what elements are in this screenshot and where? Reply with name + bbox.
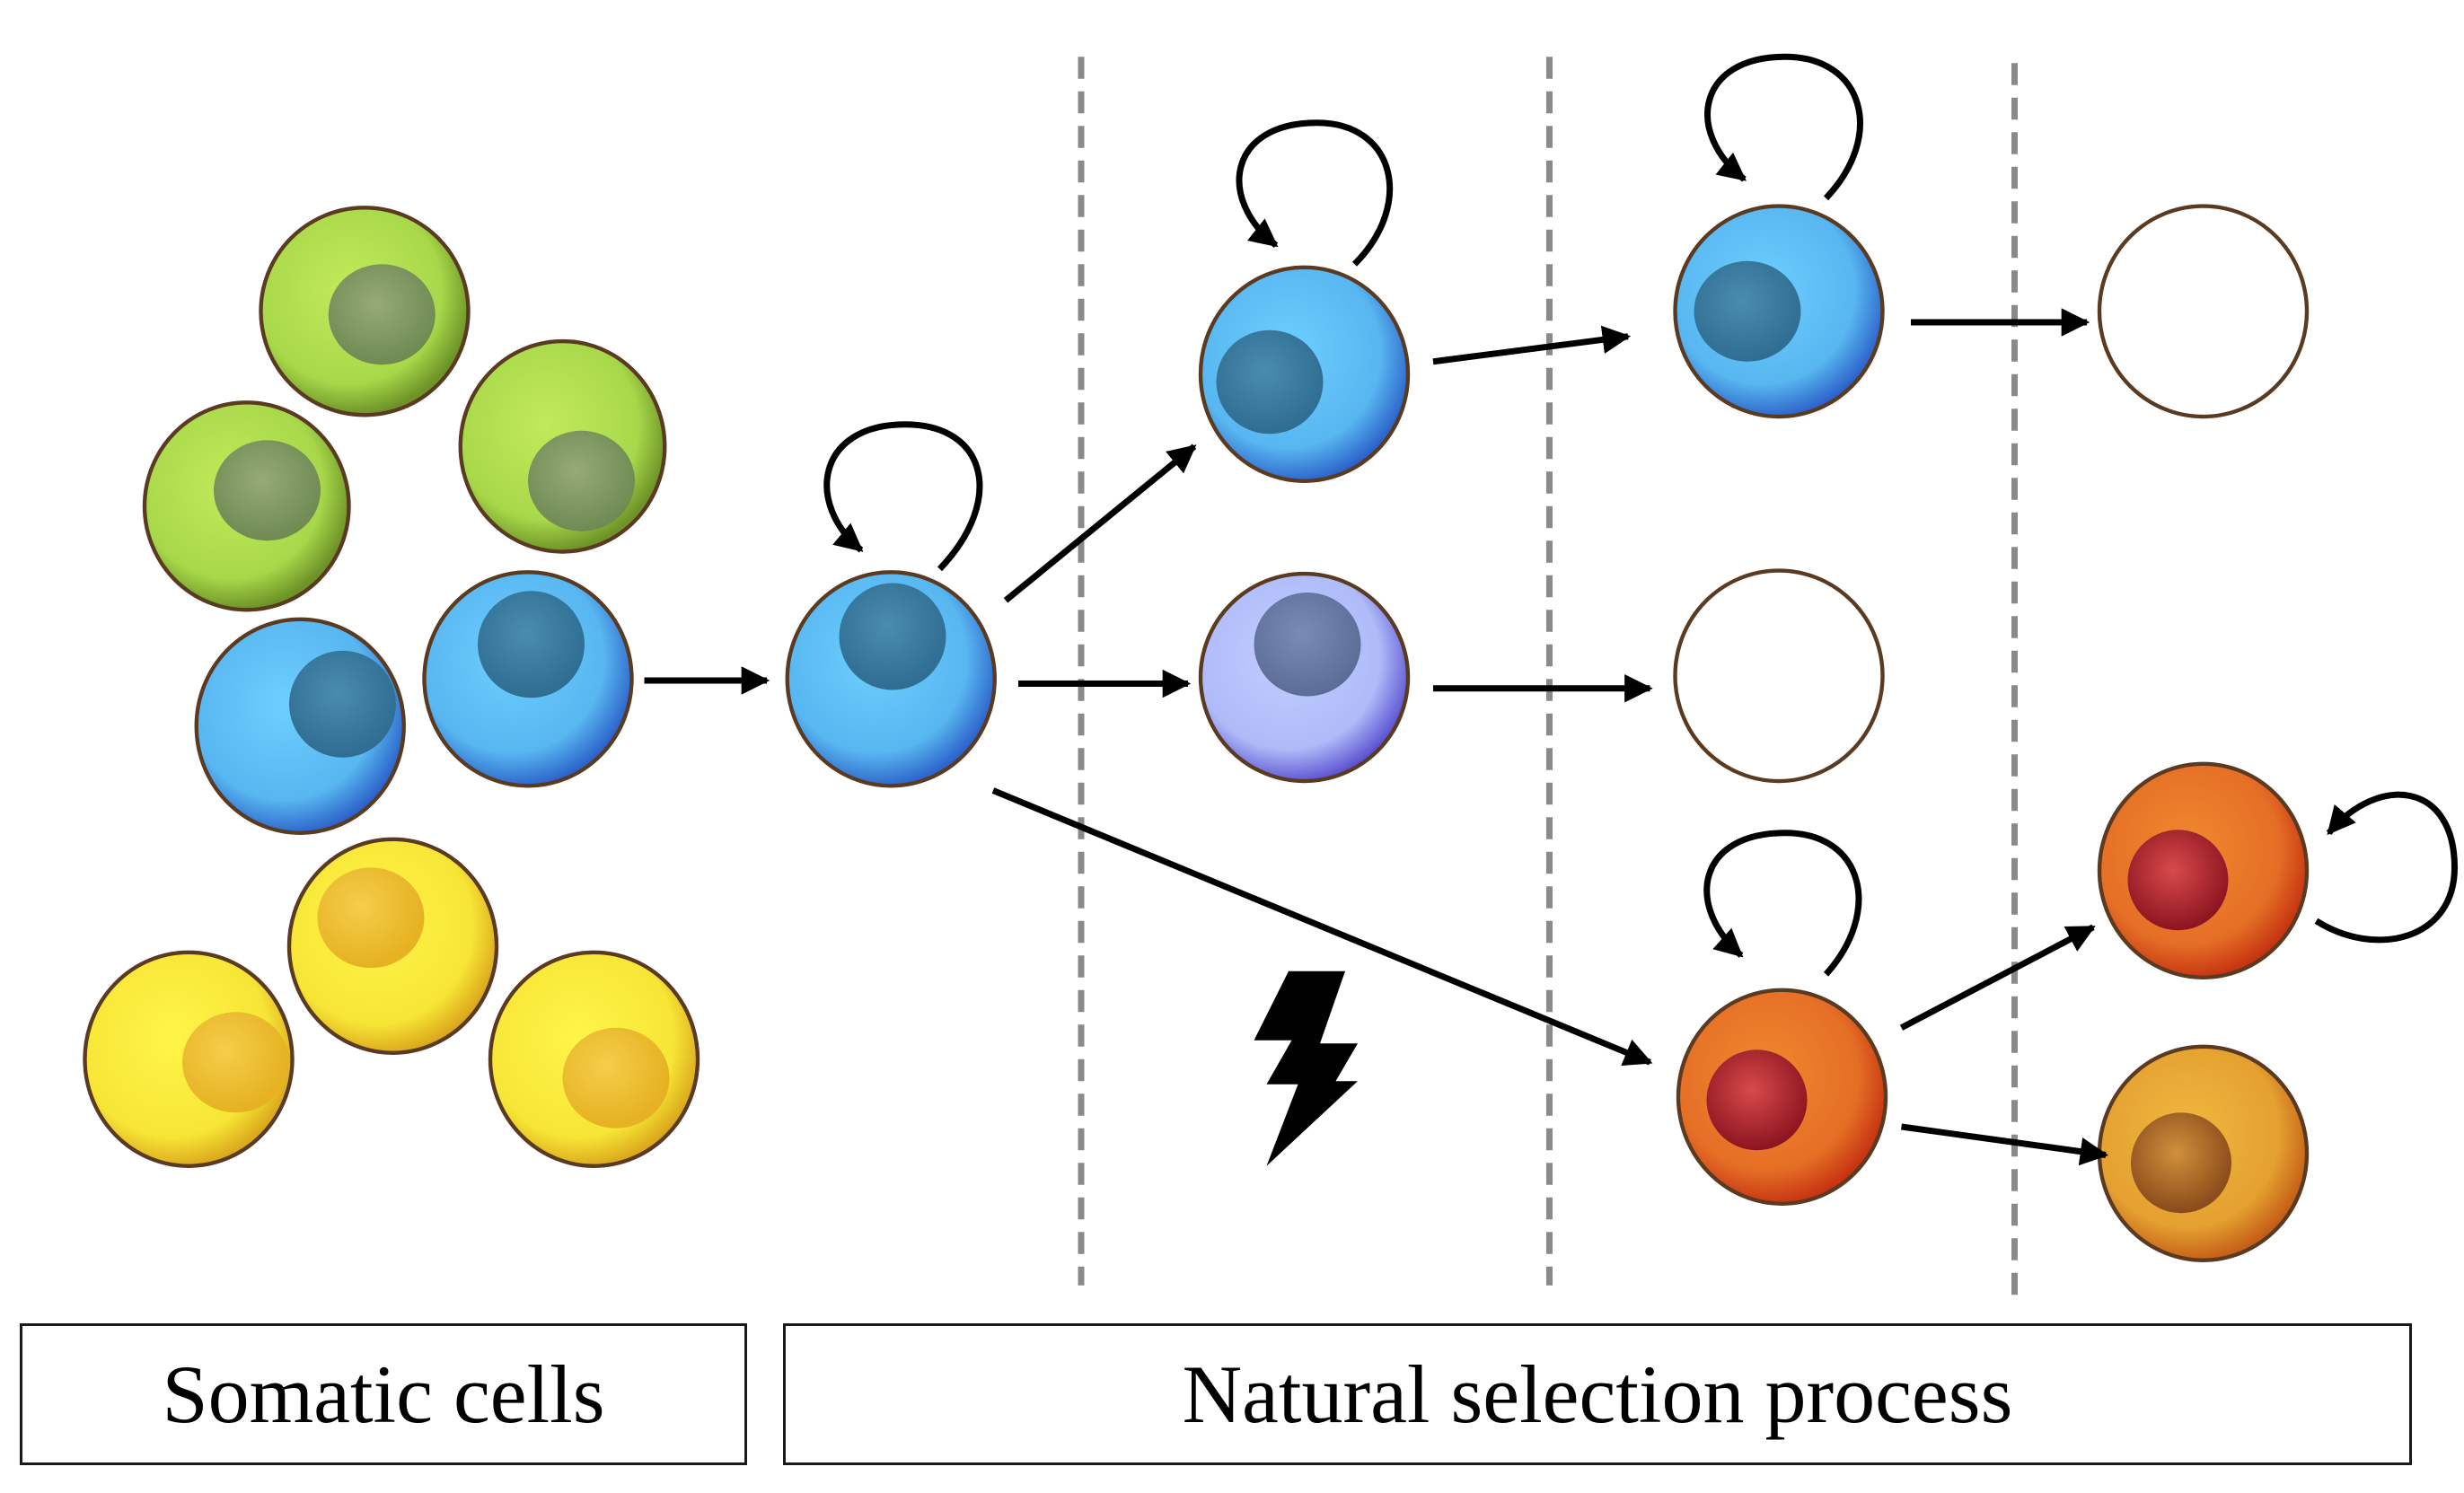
transition-arrows [644,308,2109,1166]
natural-selection-label: Natural selection process [783,1323,2412,1465]
arrow-orange-to-amber [1901,1123,2109,1166]
somatic-cell-green-2 [142,400,351,612]
somatic-cells-text: Somatic cells [162,1348,605,1440]
natural-selection-text: Natural selection process [1182,1348,2013,1440]
somatic-cell-green-1 [259,206,471,417]
progenitor-cell-blue [785,570,997,788]
stage2-cell-blue [1673,204,1885,419]
stage2-cell-empty [1673,568,1885,784]
stage1-cell-blue [1198,265,1411,483]
self-renewal-arrow-icon [2314,791,2459,944]
self-renewal-arrow-icon [1236,119,1394,267]
stage-dividers [1078,57,2018,1298]
somatic-cell-blue-2 [422,570,634,788]
lightning-bolt-icon [1254,970,1358,1166]
stage3-cell-orange [2097,761,2310,979]
somatic-cell-blue-1 [194,617,406,835]
somatic-cell-yellow-3 [488,950,700,1168]
arrow-orange-to-orange [1899,924,2096,1031]
arrow-progenitor-to-blue [1003,444,1197,603]
self-renewal-loops [823,53,2459,977]
arrow-blue-to-blue [1432,325,1632,365]
somatic-cell-yellow-1 [286,837,499,1055]
stage1-cell-lavender [1198,571,1411,784]
somatic-cell-green-3 [458,338,667,554]
stage3-cell-empty [2097,204,2310,419]
somatic-cell-yellow-2 [83,950,295,1168]
stage2-cell-orange [1676,988,1888,1206]
arrow-progenitor-to-orange [991,787,1653,1066]
stage3-cell-amber [2097,1044,2310,1262]
self-renewal-arrow-icon [1703,830,1862,977]
self-renewal-arrow-icon [823,421,983,572]
self-renewal-arrow-icon [1704,53,1863,201]
somatic-cells-label: Somatic cells [20,1323,747,1465]
